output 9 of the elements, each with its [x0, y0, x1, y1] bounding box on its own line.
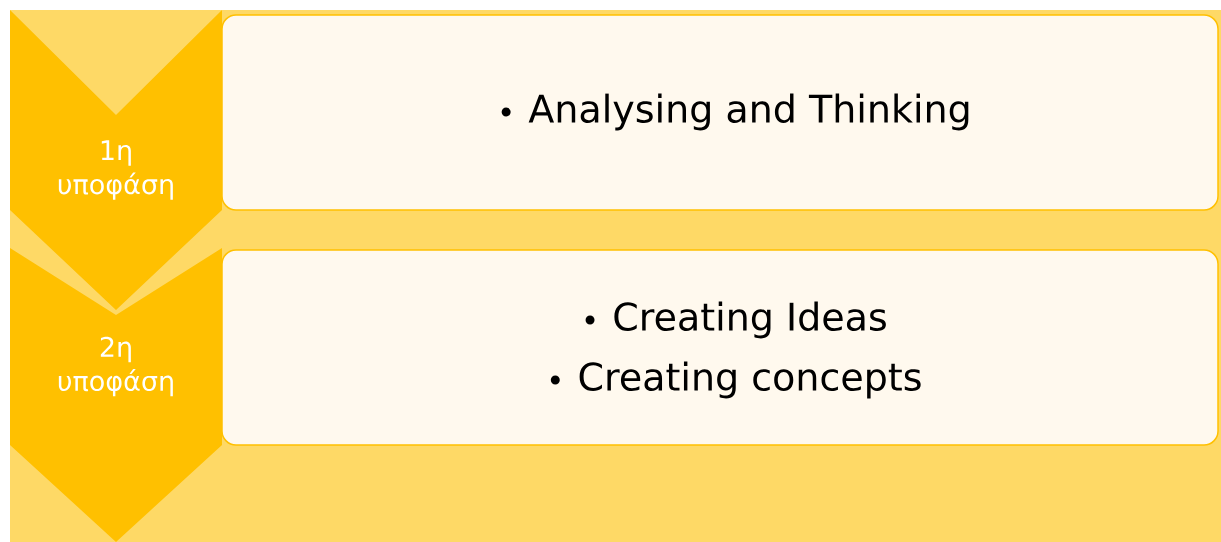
content-box: [221, 14, 1219, 211]
node-label: 2η υποφάση: [58, 336, 173, 397]
bullet-text: Analysing and Thinking: [501, 93, 969, 131]
phase-band: 1η υποφάση: [10, 10, 222, 310]
bullet-text: Creating concepts: [550, 361, 921, 399]
content-box: [221, 249, 1219, 446]
phase-band: 2η υποφάση: [10, 248, 222, 542]
node-label: 1η υποφάση: [58, 140, 173, 200]
bullet-text: Creating Ideas: [585, 301, 886, 339]
